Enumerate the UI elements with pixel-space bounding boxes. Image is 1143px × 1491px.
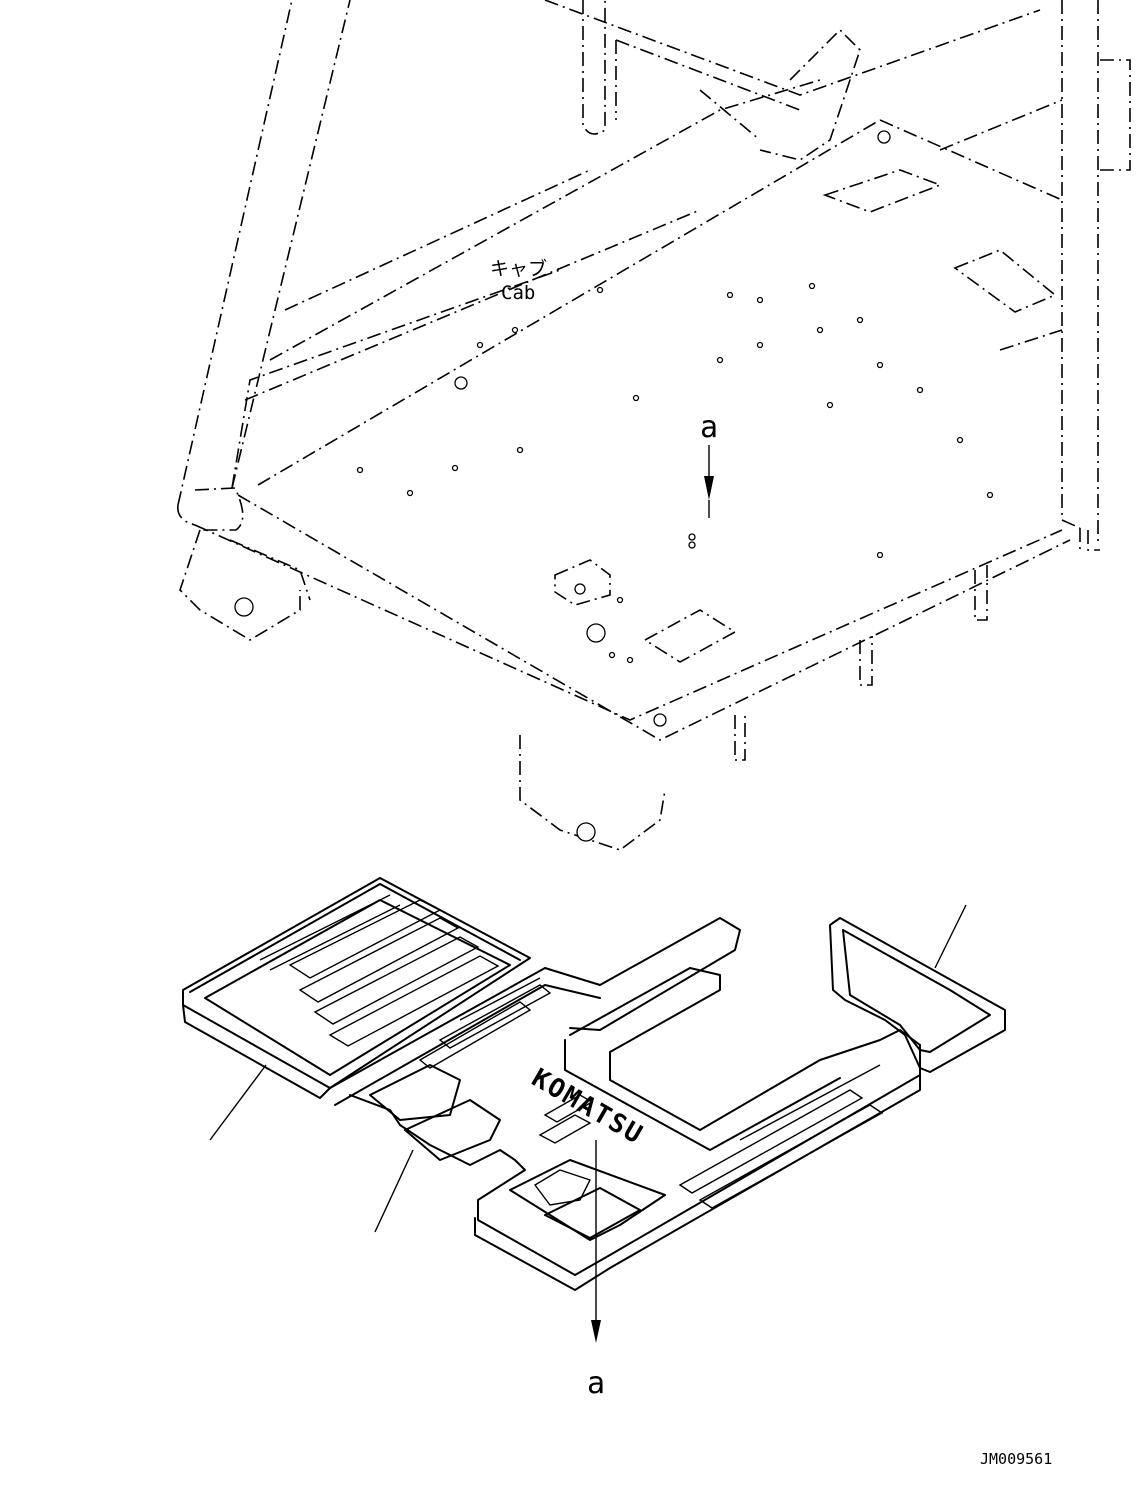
drawing-id: JM009561	[980, 1450, 1052, 1468]
cab-outline	[177, 0, 1131, 851]
view-arrow-top	[704, 445, 714, 518]
view-marker-bottom: a	[587, 1366, 605, 1401]
cab-label-en: Cab	[501, 282, 535, 304]
cab-label-jp: キャブ	[490, 257, 547, 280]
leader-lines	[209, 904, 967, 1233]
cab-floor-holes	[234, 130, 994, 842]
view-arrow-bottom	[591, 1140, 601, 1343]
floor-mat	[182, 877, 1006, 1291]
view-marker-top: a	[700, 410, 718, 445]
